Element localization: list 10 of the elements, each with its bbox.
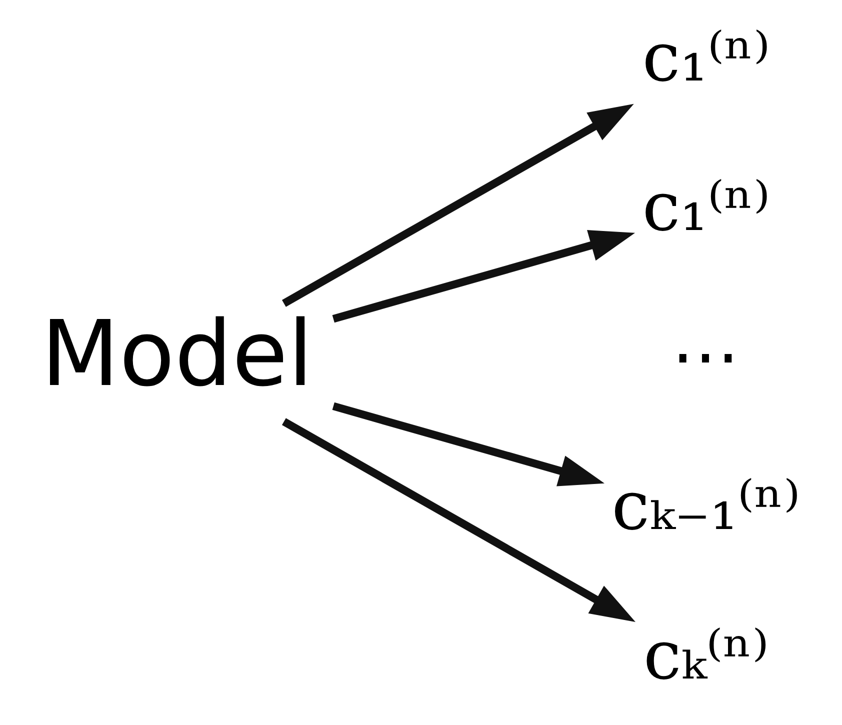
node-text: cₖ⁽ⁿ⁾ bbox=[642, 616, 768, 696]
arrow bbox=[281, 418, 635, 622]
arrow bbox=[281, 104, 634, 307]
label: ⋯ bbox=[671, 317, 740, 396]
node-text: c₁⁽ⁿ⁾ bbox=[642, 168, 770, 248]
arrow bbox=[332, 230, 635, 323]
node-text: c₁⁽ⁿ⁾ bbox=[642, 18, 770, 98]
arrow bbox=[332, 402, 604, 486]
node-text: Model bbox=[40, 302, 313, 408]
node-text: cₖ₋₁⁽ⁿ⁾ bbox=[611, 466, 800, 546]
